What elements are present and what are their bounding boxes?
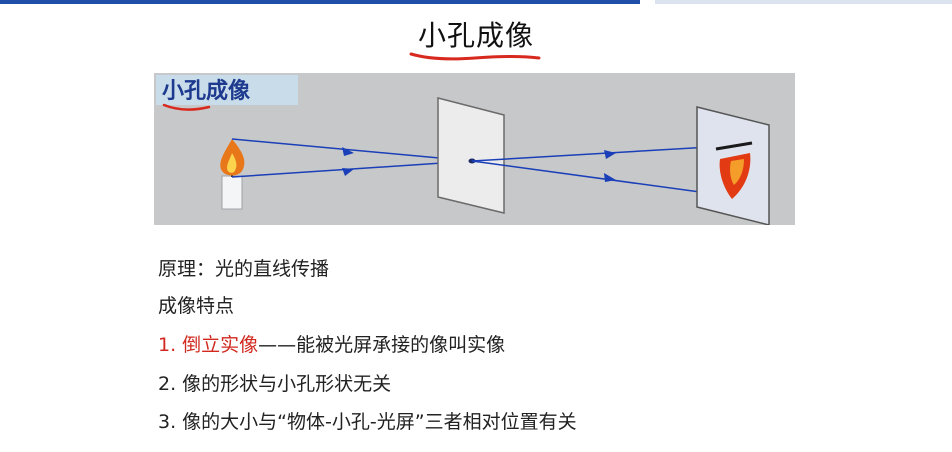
features-heading: 成像特点 — [158, 295, 235, 317]
title-underline-stroke — [409, 52, 541, 61]
ray-top-incoming — [231, 138, 473, 162]
pinhole-diagram: 小孔成像 — [154, 73, 795, 225]
feature-item-2: 2. 像的形状与小孔形状无关 — [158, 373, 392, 395]
slide-title: 小孔成像 — [417, 19, 534, 52]
principle-line: 原理：光的直线传播 — [158, 258, 330, 280]
flame-core — [227, 153, 237, 173]
ray-arrow — [342, 168, 354, 176]
ray-arrow — [604, 150, 616, 159]
pinhole-screen — [437, 97, 505, 214]
feature-item-1: 1. 倒立实像——能被光屏承接的像叫实像 — [158, 330, 858, 357]
ray-arrow — [342, 147, 354, 156]
top-accent-bar — [0, 0, 640, 4]
inverted-candle-edge — [715, 141, 753, 151]
feature-item-3: 3. 像的大小与“物体-小孔-光屏”三者相对位置有关 — [158, 411, 577, 433]
diagram-badge-bg — [156, 75, 298, 105]
feature-item-1-highlight: 1. 倒立实像 — [158, 334, 259, 356]
badge-underline — [162, 103, 211, 111]
top-accent-bar-light — [655, 0, 952, 4]
diagram-badge-text: 小孔成像 — [162, 78, 251, 104]
feature-item-1-detail: ——能被光屏承接的像叫实像 — [258, 334, 506, 356]
inverted-flame-core — [730, 159, 744, 185]
candle-body — [221, 175, 243, 210]
ray-arrow — [604, 173, 616, 182]
